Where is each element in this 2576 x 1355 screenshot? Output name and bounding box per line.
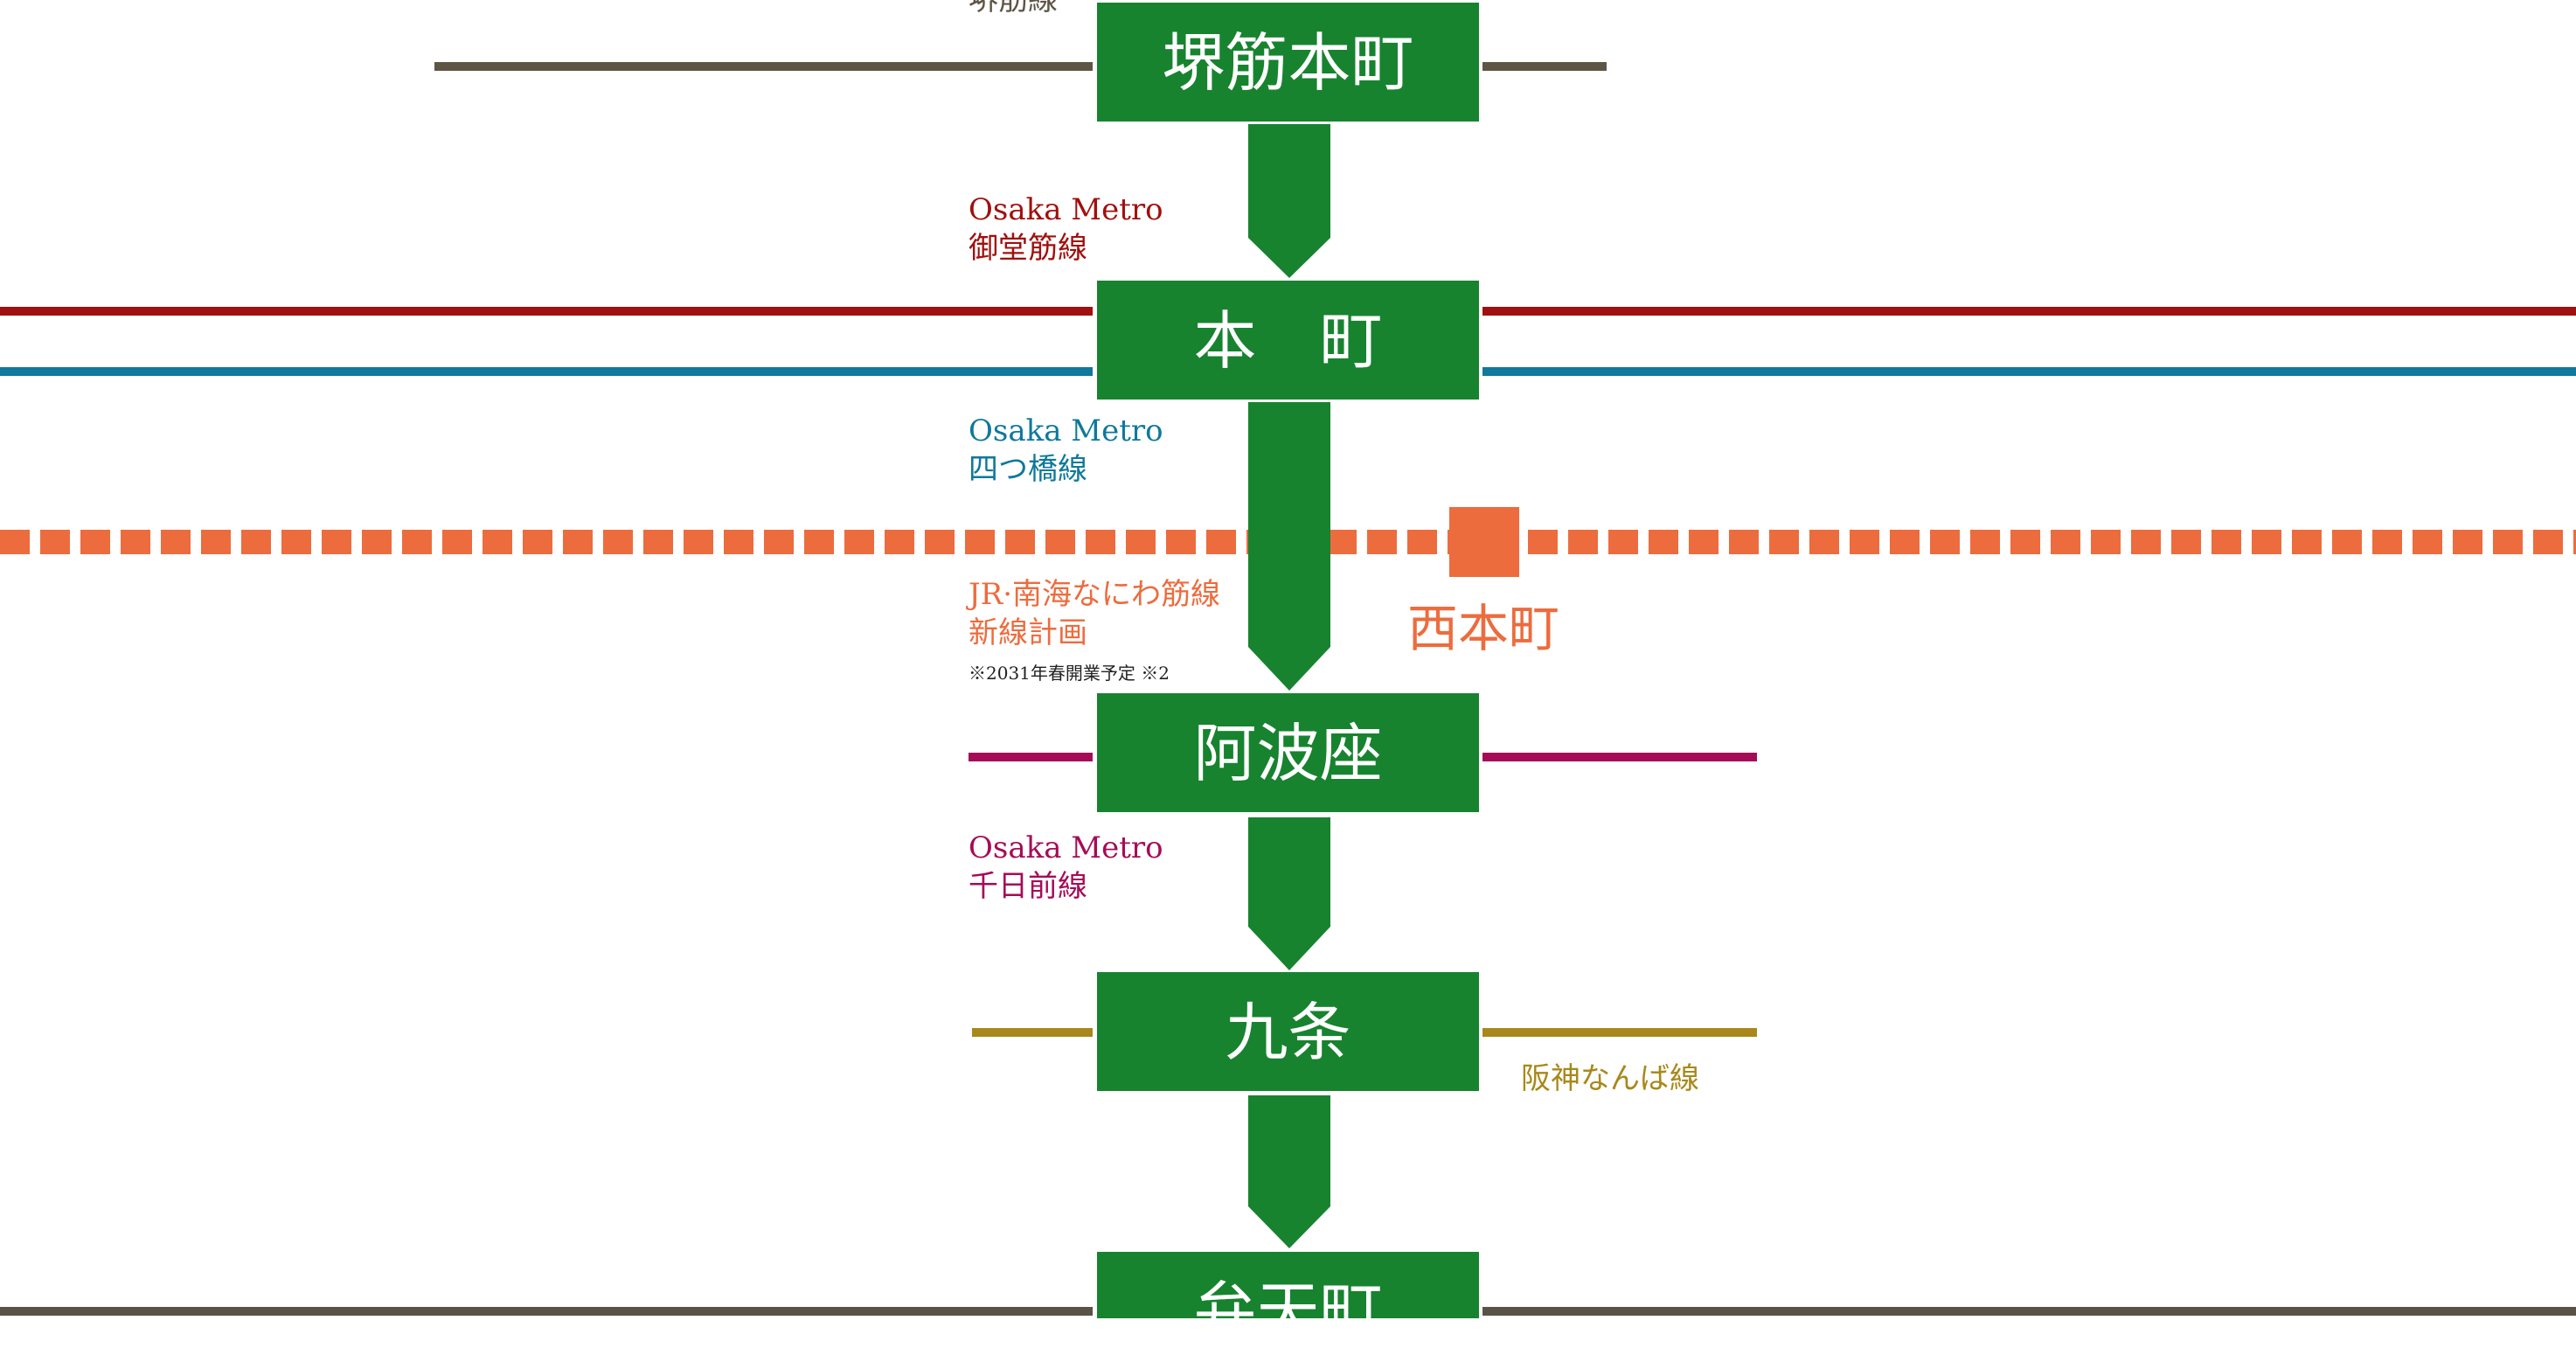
arrow-4 xyxy=(1248,1095,1330,1248)
hanshin-namba-line-label: 阪神なんば線 xyxy=(1521,1061,1699,1096)
arrow-1 xyxy=(1248,124,1330,278)
naniwasuji-line-label: JR·南海なにわ筋線 xyxy=(969,577,1221,612)
station-name: 堺筋本町 xyxy=(1162,26,1414,100)
station-box-kujo xyxy=(1097,972,1479,1091)
sakaisuji-line-label: 堺筋線 xyxy=(969,0,1058,17)
station-box-sakaisuji-honmachi xyxy=(1097,3,1479,122)
station-name: 弁天町 xyxy=(1193,1275,1383,1348)
midosuji-line-label: 御堂筋線 xyxy=(969,231,1087,266)
yotsubashi-company-label: Osaka Metro xyxy=(969,413,1163,448)
nishi-honmachi-label: 西本町 xyxy=(1407,599,1560,658)
sennichimae-line-label: 千日前線 xyxy=(969,869,1087,904)
naniwasuji-opening-note: ※2031年春開業予定 ※2 xyxy=(969,663,1170,684)
station-box-bentencho xyxy=(1097,1252,1479,1318)
sennichimae-company-label: Osaka Metro xyxy=(969,830,1163,865)
midosuji-company-label: Osaka Metro xyxy=(969,192,1163,227)
yotsubashi-line-label: 四つ橋線 xyxy=(969,452,1087,487)
station-name: 本 町 xyxy=(1193,304,1383,378)
nishi-honmachi-station-marker xyxy=(1449,507,1519,577)
naniwasuji-plan-label: 新線計画 xyxy=(969,615,1087,650)
arrow-3 xyxy=(1248,817,1330,970)
station-box-awaza xyxy=(1097,693,1479,812)
station-name: 阿波座 xyxy=(1193,717,1383,790)
station-name: 九条 xyxy=(1225,996,1351,1069)
route-diagram xyxy=(0,3,2576,1318)
station-box-honmachi xyxy=(1097,281,1479,400)
arrow-2 xyxy=(1248,402,1330,691)
